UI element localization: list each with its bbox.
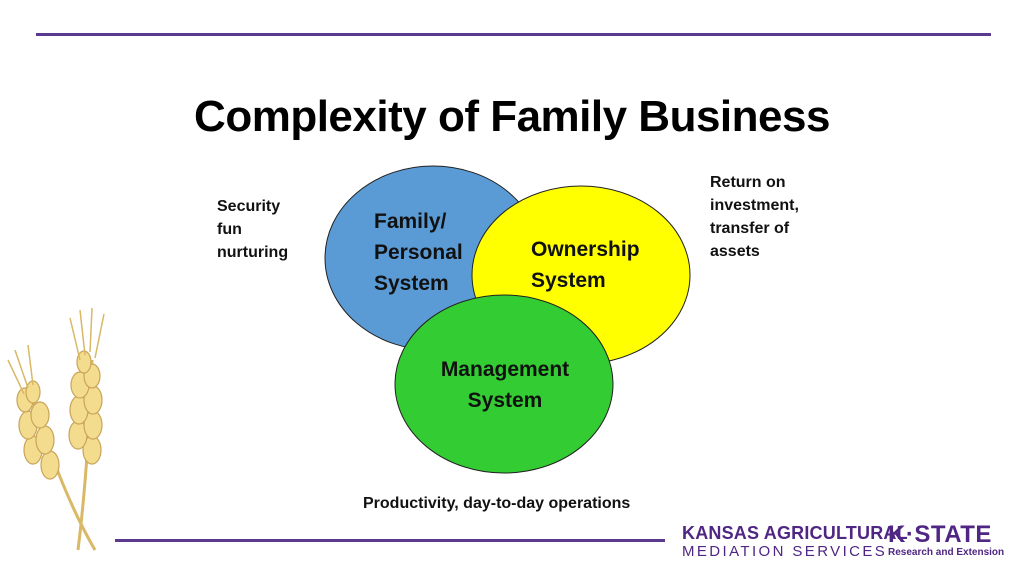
family-values-note: Security fun nurturing [217, 195, 327, 264]
note-line: transfer of [710, 220, 790, 237]
management-values-note: Productivity, day-to-day operations [363, 495, 631, 512]
note-line: fun [217, 221, 242, 238]
top-divider [36, 33, 991, 36]
management-circle [394, 294, 614, 474]
bottom-divider [115, 539, 665, 542]
ownership-label-line: Ownership [531, 238, 640, 261]
note-line: Security [217, 198, 281, 215]
ownership-system-label: Ownership System [531, 234, 661, 296]
ownership-values-note: Return on investment, transfer of assets [710, 171, 830, 263]
management-label-line: Management [440, 358, 570, 381]
note-line: nurturing [217, 244, 289, 261]
management-label-line: System [467, 389, 543, 412]
note-line: investment, [710, 197, 799, 214]
management-system-label: Management System [420, 354, 590, 416]
note-line: assets [710, 243, 760, 260]
kstate-logo-subtitle: Research and Extension [888, 547, 1005, 558]
kams-logo-line: MEDIATION SERVICES [682, 543, 888, 560]
family-label-line: Family/ [374, 210, 447, 233]
slide-title: Complexity of Family Business [194, 92, 830, 141]
family-label-line: System [374, 272, 449, 295]
family-label-line: Personal [374, 241, 463, 264]
kstate-logo-wordmark: K·STATE [888, 521, 992, 548]
kams-logo: KANSAS AGRICULTURAL MEDIATION SERVICES [682, 523, 908, 560]
family-system-label: Family/ Personal System [374, 206, 484, 299]
note-line: Return on [710, 174, 786, 191]
kstate-logo: K·STATE Research and Extension [888, 521, 1005, 559]
wheat-illustration [7, 307, 105, 551]
kams-logo-line: KANSAS AGRICULTURAL [682, 523, 908, 543]
ownership-label-line: System [531, 269, 606, 292]
